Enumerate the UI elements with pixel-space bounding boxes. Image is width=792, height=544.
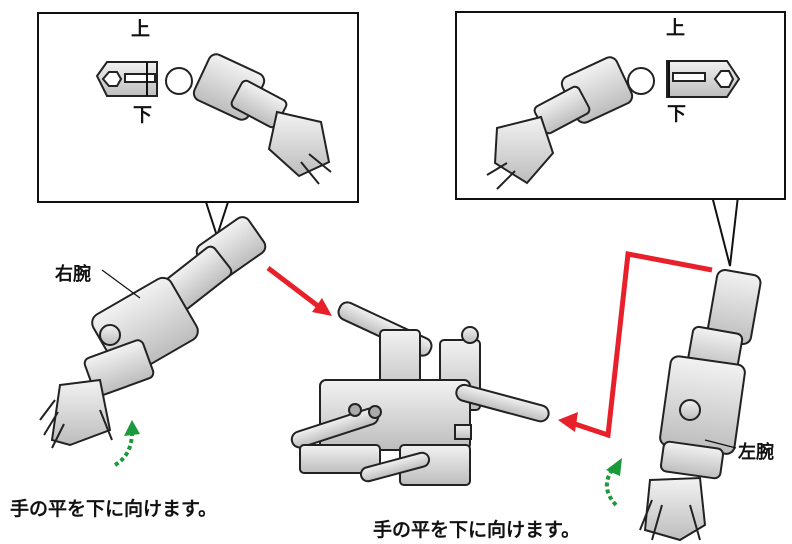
right-arm-part — [39, 216, 267, 449]
callout-right-arm-closeup — [486, 56, 741, 190]
callout-left-up-label: 上 — [131, 18, 151, 40]
torso-part — [290, 301, 550, 486]
instruction-left: 手の平を下に向けます。 — [10, 498, 218, 520]
rotate-arrow-left — [113, 431, 134, 467]
rotate-arrowhead-left — [124, 420, 140, 436]
rotate-arrow-right — [604, 468, 618, 507]
right-arm-leader-line — [101, 269, 141, 299]
callout-left: 上 下 — [37, 12, 359, 203]
left-arm-label: 左腕 — [738, 442, 774, 463]
callout-right: 上 下 — [455, 11, 786, 200]
rotate-arrowhead-right — [606, 458, 622, 476]
insert-left-arm-arrow — [558, 251, 713, 439]
callout-right-up-label: 上 — [666, 17, 686, 39]
insert-right-arm-arrow — [266, 266, 332, 316]
left-arm-part — [639, 268, 762, 542]
right-arm-label: 右腕 — [55, 264, 91, 285]
instruction-right: 手の平を下に向けます。 — [373, 519, 581, 541]
left-arm-leader-line — [704, 439, 737, 449]
callout-left-arm-closeup — [95, 53, 332, 185]
callout-right-down-label: 下 — [667, 103, 687, 125]
callout-left-down-label: 下 — [133, 104, 153, 126]
